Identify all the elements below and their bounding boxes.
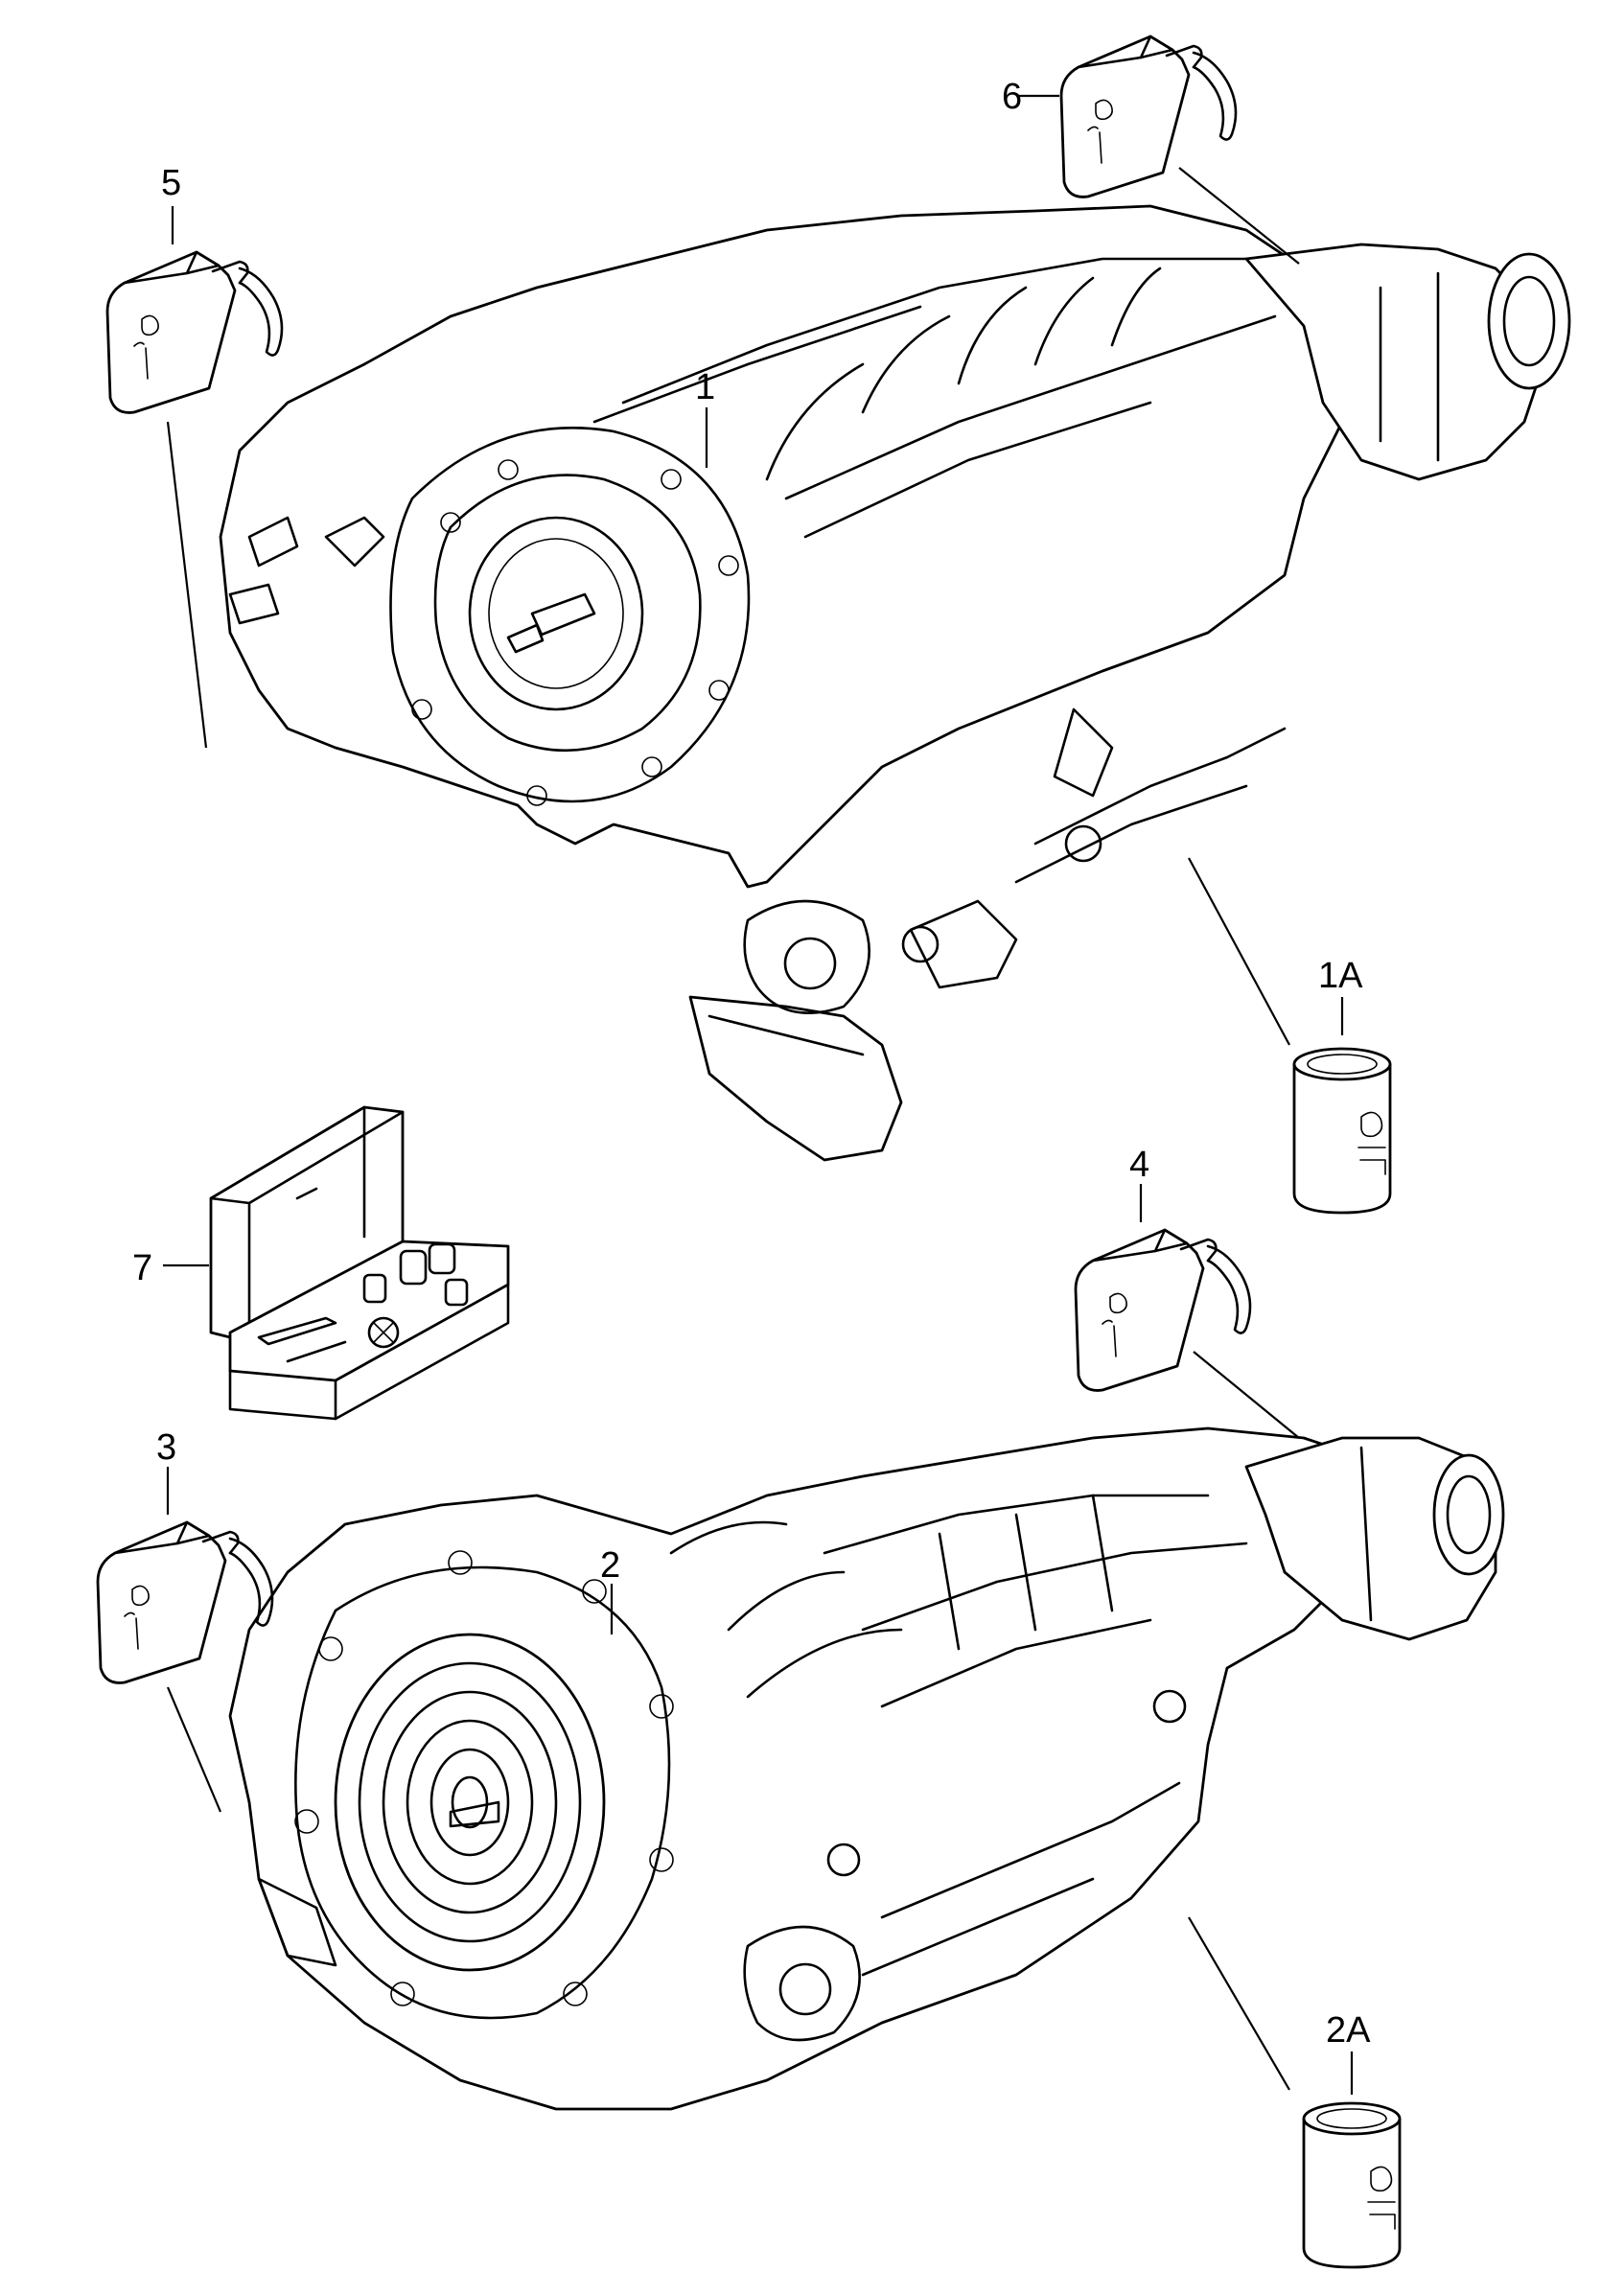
callout-1: 1 [695,367,715,407]
repair-kit-icon [209,1105,510,1421]
callout-4: 4 [1129,1145,1149,1185]
callout-5: 5 [161,163,181,203]
callout-3: 3 [156,1427,176,1468]
callout-1a: 1A [1318,956,1363,996]
callout-labels: 1 1A 2 2A 3 4 5 6 7 [132,77,1371,2051]
oil-canister-4 [1074,1228,1252,1392]
oil-can-1a [1292,1047,1392,1215]
oil-canister-5 [105,250,284,414]
oil-canister-6 [1059,35,1238,198]
callout-6: 6 [1002,77,1022,117]
callout-7: 7 [132,1248,152,1288]
transmission-1-drawing [219,204,1571,1162]
transmission-2-drawing [228,1426,1505,2111]
oil-can-2a [1302,2101,1402,2269]
callout-2: 2 [600,1545,620,1586]
callout-2a: 2A [1326,2010,1371,2051]
leader-lines [163,94,1354,2095]
